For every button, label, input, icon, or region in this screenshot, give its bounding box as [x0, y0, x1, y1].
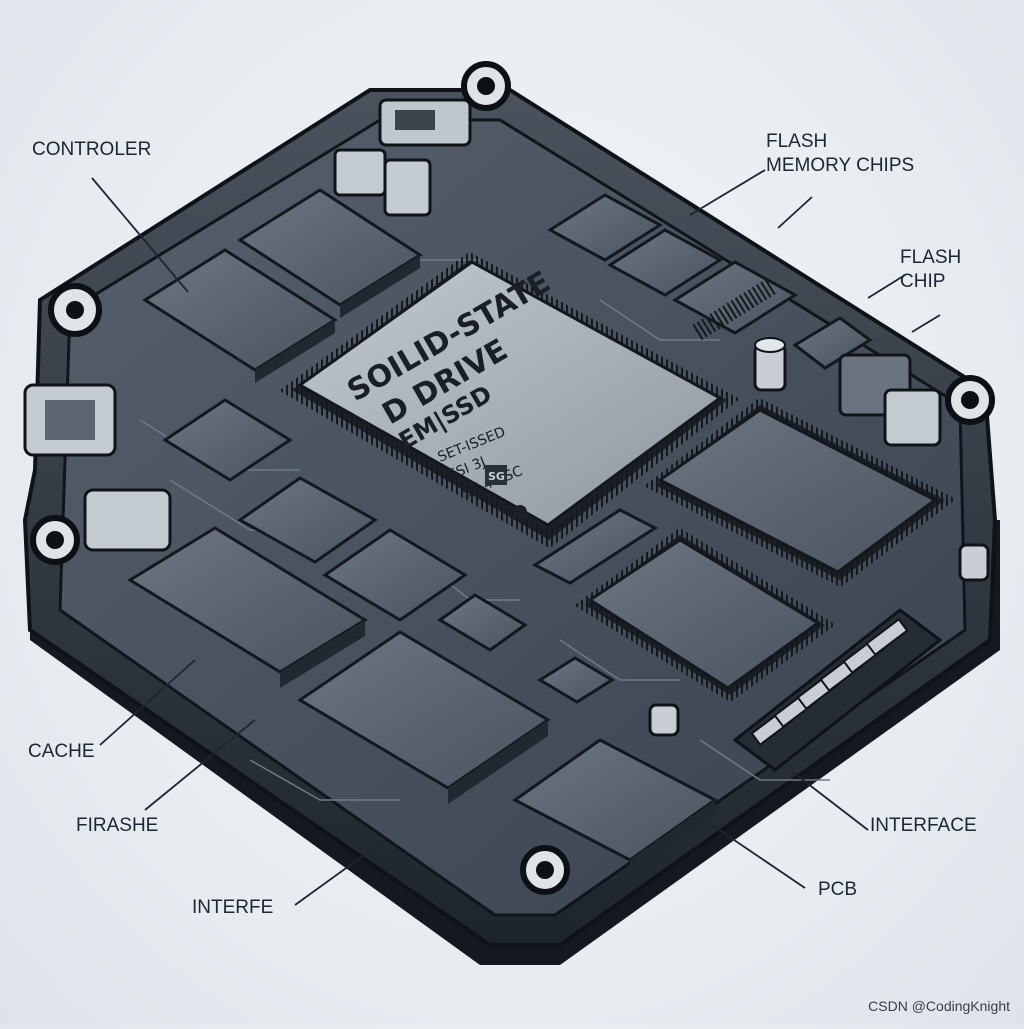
label-flash-chip: FLASH CHIP [900, 246, 961, 294]
label-pcb: PCB [818, 878, 857, 902]
leader-flash-memory-chips-2 [778, 197, 812, 228]
label-flash-memory-chips: FLASH MEMORY CHIPS [766, 130, 914, 178]
leader-flash-memory-chips [690, 170, 765, 215]
leader-interface [790, 770, 868, 830]
leader-pcb [712, 825, 805, 888]
label-cache: CACHE [28, 740, 95, 764]
label-interfe: INTERFE [192, 896, 273, 920]
label-firashe: FIRASHE [76, 814, 158, 838]
chip-badge: SG [488, 470, 505, 483]
label-controler: CONTROLER [32, 138, 151, 162]
leader-flash-chip-2 [912, 315, 940, 332]
label-interface: INTERFACE [870, 814, 977, 838]
watermark: CSDN @CodingKnight [868, 998, 1010, 1014]
